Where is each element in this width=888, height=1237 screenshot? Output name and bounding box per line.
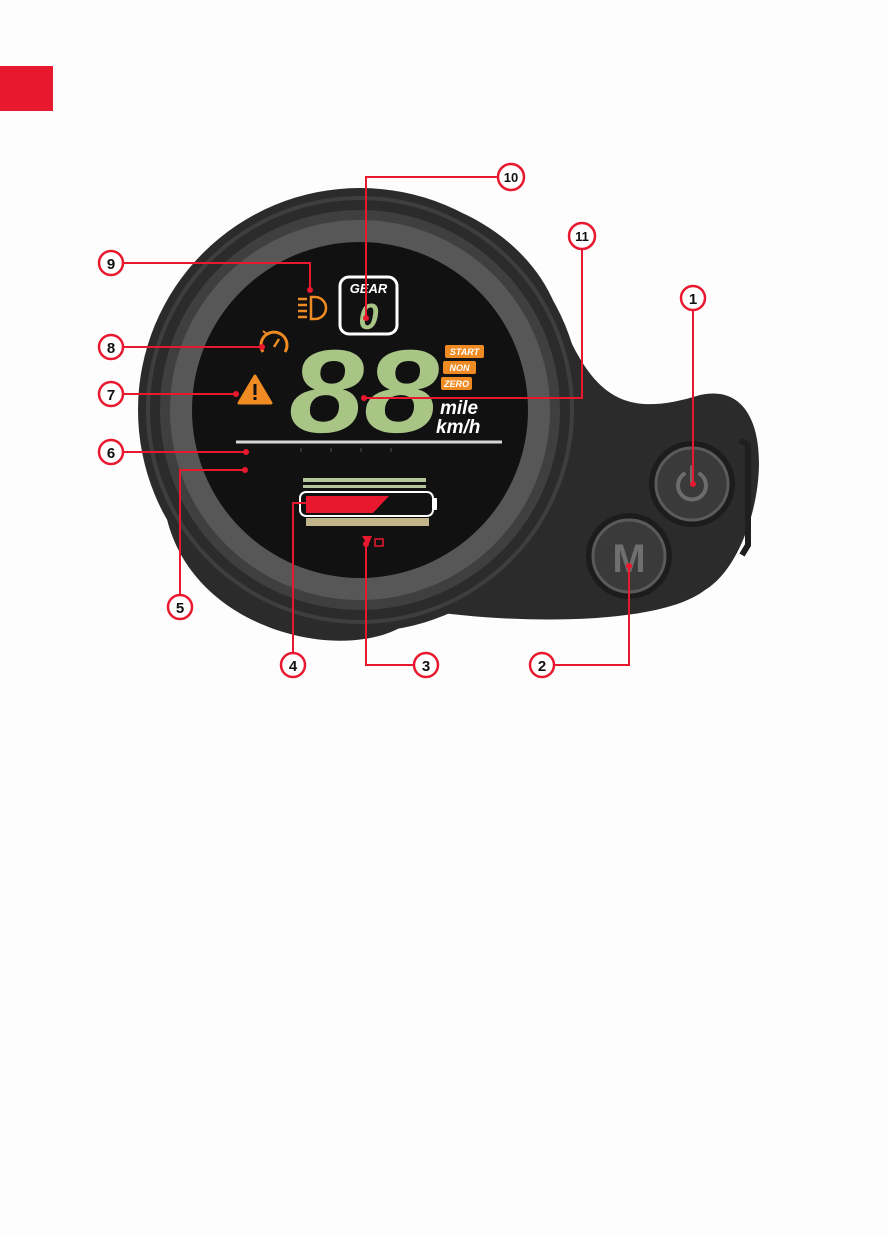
callout-4: 4 bbox=[281, 653, 305, 677]
callout-2: 2 bbox=[530, 653, 554, 677]
gear-label: GEAR bbox=[350, 281, 388, 296]
svg-text:9: 9 bbox=[107, 256, 115, 273]
indicator-start: START bbox=[450, 347, 481, 357]
callout-3: 3 bbox=[414, 653, 438, 677]
svg-text:8: 8 bbox=[107, 340, 115, 357]
indicator-non: NON bbox=[450, 363, 471, 373]
unit-mile: mile bbox=[440, 398, 478, 419]
svg-text:2: 2 bbox=[538, 658, 546, 675]
svg-text:4: 4 bbox=[289, 658, 298, 675]
svg-text:11: 11 bbox=[575, 229, 589, 244]
indicator-zero: ZERO bbox=[443, 379, 469, 389]
callout-6: 6 bbox=[99, 440, 123, 464]
svg-text:5: 5 bbox=[176, 600, 184, 617]
speed-readout: 88 bbox=[289, 326, 439, 458]
callout-8: 8 bbox=[99, 335, 123, 359]
unit-kmh: km/h bbox=[436, 417, 480, 438]
svg-text:1: 1 bbox=[689, 291, 697, 308]
callout-1: 1 bbox=[681, 286, 705, 310]
callout-9: 9 bbox=[99, 251, 123, 275]
callout-5: 5 bbox=[168, 595, 192, 619]
callout-7: 7 bbox=[99, 382, 123, 406]
svg-text:10: 10 bbox=[504, 170, 518, 185]
svg-text:6: 6 bbox=[107, 445, 115, 462]
callout-10: 10 bbox=[498, 164, 524, 190]
callout-11: 11 bbox=[569, 223, 595, 249]
svg-text:7: 7 bbox=[107, 387, 115, 404]
svg-text:3: 3 bbox=[422, 658, 430, 675]
